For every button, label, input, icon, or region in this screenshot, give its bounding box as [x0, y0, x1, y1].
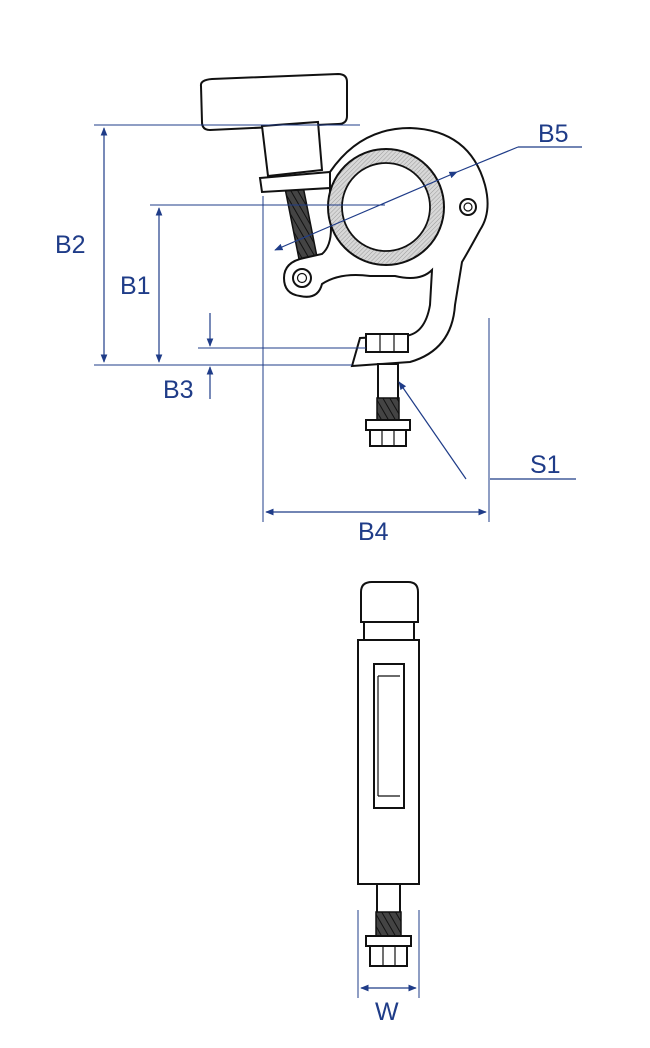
- clamp-front-view: [357, 581, 420, 967]
- pivot-hole-upper: [459, 198, 477, 216]
- dimension-lines: [94, 124, 582, 522]
- s1-leader: [398, 381, 467, 480]
- hex-nut-block: [365, 333, 409, 353]
- bolt-nut: [369, 429, 407, 447]
- label-w: W: [375, 998, 399, 1026]
- bolt-shank: [377, 363, 399, 401]
- front-nut: [369, 945, 408, 967]
- front-bolt-thread: [375, 911, 402, 937]
- b5-leader: [456, 146, 519, 173]
- pivot-hole-lower: [292, 268, 312, 288]
- label-b3: B3: [163, 376, 194, 404]
- label-b5: B5: [538, 120, 569, 148]
- front-bolt-shank: [376, 883, 401, 915]
- front-knob: [360, 581, 419, 623]
- w-dimension-group: [357, 910, 420, 998]
- label-b1: B1: [120, 272, 151, 300]
- label-b4: B4: [358, 518, 389, 546]
- knob-stem: [260, 120, 324, 178]
- knob-head: [199, 72, 348, 132]
- label-b2: B2: [55, 231, 86, 259]
- tube-bore: [341, 162, 431, 252]
- dimension-labels: B2 B1 B3 B4 B5 S1 W: [55, 120, 569, 1026]
- clamp-side-view: [199, 72, 489, 447]
- front-slot: [373, 663, 405, 809]
- bolt-washer: [365, 419, 411, 431]
- front-washer: [365, 935, 412, 947]
- label-s1: S1: [530, 451, 561, 479]
- front-knob-collar: [363, 621, 415, 641]
- bolt-thread: [376, 397, 400, 421]
- b5-diameter-line: [274, 171, 458, 251]
